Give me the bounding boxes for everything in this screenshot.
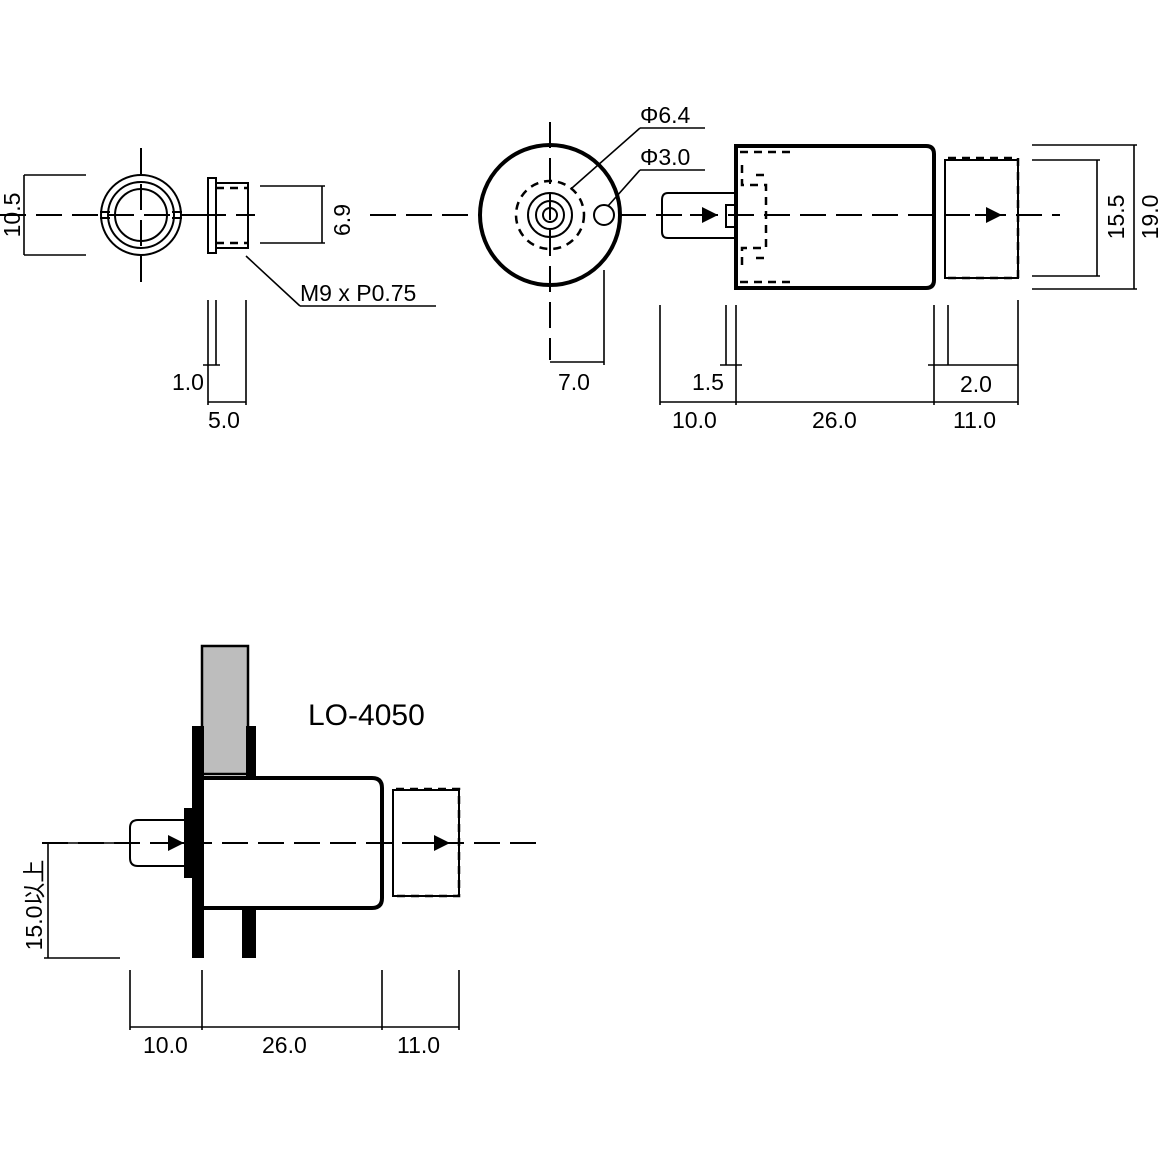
body-front-view xyxy=(370,122,622,365)
dim-right-heights: 15.5 19.0 xyxy=(1032,144,1161,290)
dim-left-height-label: 10.5 xyxy=(0,193,25,238)
dim-installed-c-label: 11.0 xyxy=(397,1032,440,1058)
dim-installed-b-label: 26.0 xyxy=(262,1032,307,1058)
thread-label: M9 x P0.75 xyxy=(300,280,416,306)
dim-nut-height: 6.9 xyxy=(260,185,355,244)
nut-side-view xyxy=(200,177,255,254)
thread-leader: M9 x P0.75 xyxy=(245,255,436,307)
dim-min-distance-label: 15.0以上 xyxy=(21,860,47,951)
dim-installed-a-label: 10.0 xyxy=(143,1032,188,1058)
phi-leaders: Φ6.4 Φ3.0 7.0 xyxy=(558,102,705,395)
dim-nut-width-label: 5.0 xyxy=(208,407,240,433)
installed-view: LO-4050 xyxy=(42,644,540,958)
dim-nut-width: 1.0 5.0 xyxy=(172,300,247,433)
dim-installed-lengths: 10.0 26.0 11.0 xyxy=(129,970,460,1058)
dim-length-c-label: 11.0 xyxy=(953,407,996,433)
dim-length-a-label: 10.0 xyxy=(672,407,717,433)
dim-inner-height-label: 15.5 xyxy=(1103,195,1129,240)
dim-stroke-gap-label: 2.0 xyxy=(960,371,992,397)
nut-front-view xyxy=(0,148,200,282)
model-label: LO-4050 xyxy=(308,699,425,732)
dim-min-distance: 15.0以上 xyxy=(21,842,120,959)
dim-offset-label: 7.0 xyxy=(558,369,590,395)
dim-outer-height-label: 19.0 xyxy=(1137,195,1161,240)
dim-flange-thickness-label: 1.5 xyxy=(692,369,724,395)
dim-left-height: 10.5 xyxy=(0,174,86,256)
dim-body-lengths: 1.5 2.0 10.0 26.0 11.0 xyxy=(659,300,1019,433)
dim-flange-label: 1.0 xyxy=(172,369,204,395)
dim-nut-height-label: 6.9 xyxy=(329,204,355,236)
dim-length-b-label: 26.0 xyxy=(812,407,857,433)
phi-small-label: Φ3.0 xyxy=(640,144,690,170)
body-side-view xyxy=(620,144,1060,290)
phi-large-label: Φ6.4 xyxy=(640,102,691,128)
